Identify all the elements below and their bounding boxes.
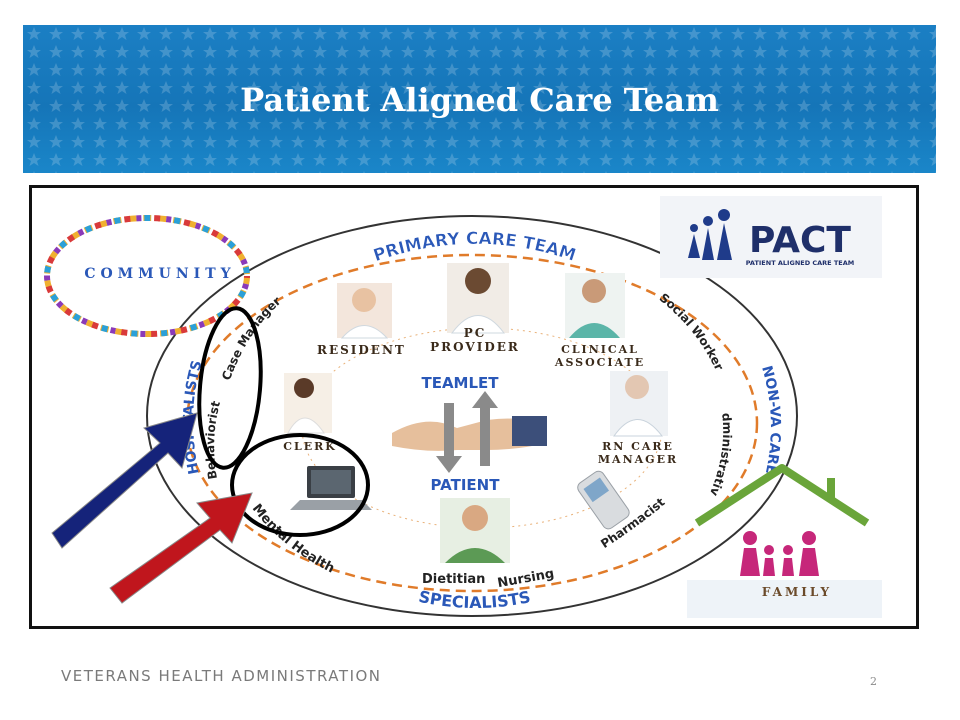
title-banner: Patient Aligned Care Team — [23, 25, 936, 173]
pact-logo — [660, 196, 882, 278]
teamlet-label: TEAMLET — [421, 374, 499, 392]
label-non-va-care: NON-VA CARE — [758, 364, 783, 476]
role-mental-health: Mental Health — [249, 501, 337, 576]
community-graphic — [44, 215, 250, 337]
footer-organization: VETERANS HEALTH ADMINISTRATION — [61, 667, 382, 685]
clerk-photo — [284, 373, 332, 434]
clinical-associate-label-2: ASSOCIATE — [554, 356, 645, 369]
pc-provider-label-1: PC — [464, 326, 487, 340]
outer-ellipse — [146, 215, 798, 617]
patient-label: PATIENT — [431, 476, 501, 494]
role-dietitian: Dietitian — [422, 572, 485, 587]
family-label: FAMILY — [762, 585, 832, 599]
resident-label: RESIDENT — [317, 343, 406, 357]
clerk-label: CLERK — [283, 440, 337, 453]
page-number: 2 — [870, 675, 877, 688]
community-label: COMMUNITY — [84, 266, 235, 282]
rn-care-manager-photo — [610, 371, 668, 437]
handshake-image — [392, 416, 547, 451]
patient-photo — [440, 498, 510, 563]
resident-photo — [337, 283, 392, 339]
pact-logo-name: PACT — [749, 220, 851, 261]
star-pattern — [23, 25, 936, 173]
pact-logo-tagline: PATIENT ALIGNED CARE TEAM — [746, 259, 854, 267]
red-arrow — [109, 492, 253, 604]
clinical-associate-label-1: CLINICAL — [561, 343, 639, 356]
family-house-graphic — [687, 464, 882, 618]
role-social-worker: Social Worker — [657, 291, 726, 373]
pact-people-icon — [688, 209, 732, 260]
rn-care-manager-label-1: RN CARE — [602, 440, 674, 453]
exchange-arrows — [436, 391, 498, 473]
slide-title: Patient Aligned Care Team — [240, 81, 719, 119]
laptop-icon — [290, 466, 372, 510]
phone-icon — [577, 470, 630, 530]
highlight-ellipse-clerk — [230, 433, 370, 537]
clinical-associate-photo — [565, 273, 625, 338]
highlight-ellipse-case-manager — [197, 306, 263, 470]
rn-care-manager-label-2: MANAGER — [598, 453, 678, 466]
diagram-frame: PRIMARY CARE TEAM SPECIALISTS HOSPITALIS… — [29, 185, 919, 629]
family-figures-icon — [740, 531, 819, 576]
pc-provider-label-2: PROVIDER — [430, 340, 520, 354]
blue-arrow — [51, 412, 198, 549]
pact-diagram: PRIMARY CARE TEAM SPECIALISTS HOSPITALIS… — [32, 188, 882, 618]
pc-provider-photo — [447, 263, 509, 334]
